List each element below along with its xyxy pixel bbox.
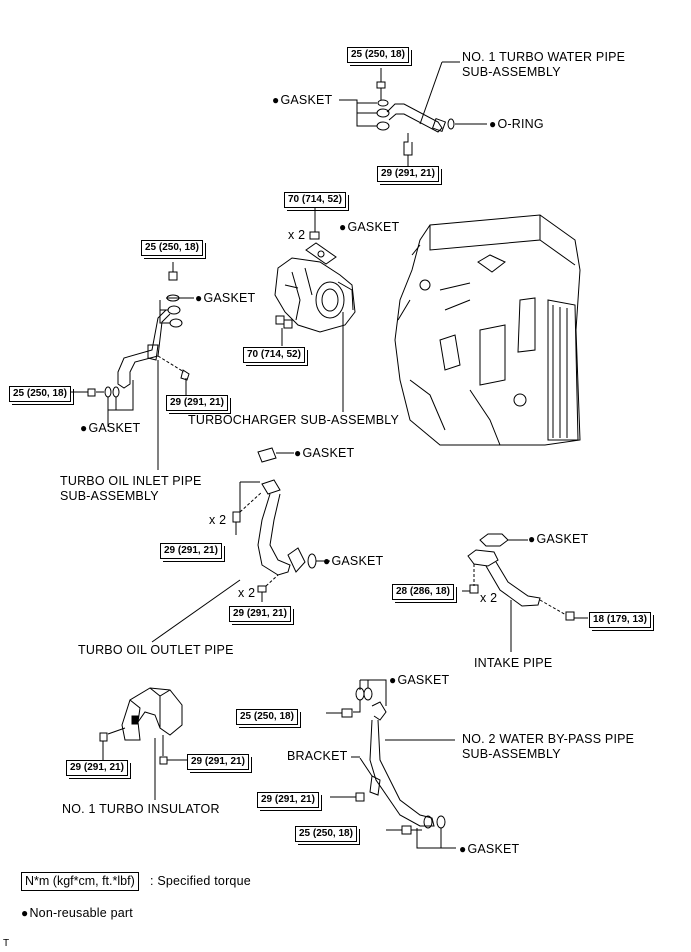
torque-spec-inlet-top: 25 (250, 18) bbox=[141, 240, 206, 259]
label-gasket-intake: GASKET bbox=[528, 532, 588, 547]
label-gasket-turbo: GASKET bbox=[339, 220, 399, 235]
turbocharger-drawing bbox=[274, 207, 356, 412]
torque-spec-insulator-right: 29 (291, 21) bbox=[187, 754, 252, 773]
label-gasket-outlet-bottom: GASKET bbox=[323, 554, 383, 569]
label-gasket-inlet-bottom: GASKET bbox=[80, 421, 140, 436]
label-no2-bypass-line1: NO. 2 WATER BY-PASS PIPE bbox=[462, 732, 635, 746]
label-no2-bypass-line2: SUB-ASSEMBLY bbox=[462, 747, 561, 761]
no1-water-pipe-drawing bbox=[339, 61, 487, 172]
torque-spec-water-pipe-union: 29 (291, 21) bbox=[377, 166, 442, 185]
no2-bypass-pipe-drawing bbox=[326, 679, 456, 849]
torque-spec-outlet-bottom: 29 (291, 21) bbox=[229, 606, 294, 625]
label-turbocharger: TURBOCHARGER SUB-ASSEMBLY bbox=[188, 413, 400, 427]
corner-mark: T bbox=[3, 938, 10, 949]
torque-spec-turbo-top: 70 (714, 52) bbox=[284, 192, 349, 211]
torque-spec-intake-right: 18 (179, 13) bbox=[589, 612, 654, 631]
torque-spec-inlet-union: 25 (250, 18) bbox=[9, 386, 74, 405]
label-insulator: NO. 1 TURBO INSULATOR bbox=[62, 802, 220, 816]
label-gasket-outlet-top: GASKET bbox=[294, 446, 354, 461]
label-oil-inlet-line1: TURBO OIL INLET PIPE bbox=[60, 474, 202, 488]
label-bracket: BRACKET bbox=[287, 749, 348, 763]
label-o-ring: O-RING bbox=[489, 117, 544, 132]
label-x2-intake: x 2 bbox=[480, 591, 498, 605]
label-oil-inlet-line2: SUB-ASSEMBLY bbox=[60, 489, 159, 503]
torque-spec-insulator-left: 29 (291, 21) bbox=[66, 760, 131, 779]
label-x2-outlet-bottom: x 2 bbox=[238, 586, 256, 600]
torque-spec-intake-left: 28 (286, 18) bbox=[392, 584, 457, 603]
torque-spec-outlet-top: 29 (291, 21) bbox=[160, 543, 225, 562]
oil-outlet-pipe-drawing bbox=[151, 447, 330, 643]
label-x2-turbo: x 2 bbox=[288, 228, 306, 242]
insulator-drawing bbox=[99, 687, 187, 800]
label-no1-water-pipe-line1: NO. 1 TURBO WATER PIPE bbox=[462, 50, 626, 64]
label-x2-outlet-top: x 2 bbox=[209, 513, 227, 527]
legend-nonreusable: Non-reusable part bbox=[21, 906, 133, 921]
label-gasket-inlet-top: GASKET bbox=[195, 291, 255, 306]
label-gasket-bypass-bottom: GASKET bbox=[459, 842, 519, 857]
torque-spec-turbo-bottom: 70 (714, 52) bbox=[243, 347, 308, 366]
label-intake-pipe: INTAKE PIPE bbox=[474, 656, 553, 670]
torque-spec-bypass-bottom: 25 (250, 18) bbox=[295, 826, 360, 845]
label-oil-outlet: TURBO OIL OUTLET PIPE bbox=[78, 643, 234, 657]
legend-torque-unit: N*m (kgf*cm, ft.*lbf) bbox=[21, 872, 139, 891]
intake-pipe-drawing bbox=[462, 533, 588, 652]
oil-inlet-pipe-drawing bbox=[69, 262, 194, 470]
label-gasket-bypass-top: GASKET bbox=[389, 673, 449, 688]
torque-spec-inlet-bracket: 29 (291, 21) bbox=[166, 395, 231, 414]
label-gasket-water-pipe: GASKET bbox=[272, 93, 332, 108]
legend-torque-desc: : Specified torque bbox=[150, 874, 251, 888]
label-no1-water-pipe-line2: SUB-ASSEMBLY bbox=[462, 65, 561, 79]
engine-drawing bbox=[394, 214, 581, 446]
torque-spec-bracket: 29 (291, 21) bbox=[257, 792, 322, 811]
torque-spec-water-pipe-bolt: 25 (250, 18) bbox=[347, 47, 412, 66]
torque-spec-bypass-top: 25 (250, 18) bbox=[236, 709, 301, 728]
